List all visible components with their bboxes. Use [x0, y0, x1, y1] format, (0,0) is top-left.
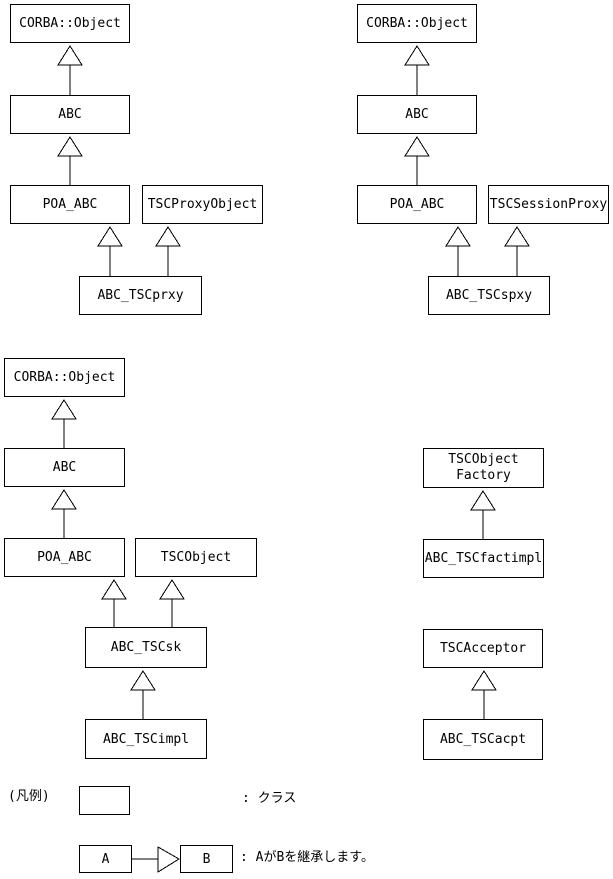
class-box-corba-object-2: CORBA::Object: [357, 4, 477, 43]
inheritance-arrow-abc-poa-3: [51, 489, 77, 538]
inheritance-arrow-poa-sk: [101, 579, 127, 627]
legend-box-a: A: [79, 845, 132, 873]
class-box-poa-abc-1: POA_ABC: [10, 185, 130, 224]
class-box-abc-tscacpt: ABC_TSCacpt: [423, 719, 543, 760]
class-box-tscproxyobject: TSCProxyObject: [142, 185, 263, 224]
legend-inherit-note: : AがBを継承します。: [240, 850, 375, 865]
inheritance-arrow-sk-impl: [130, 670, 156, 719]
legend-heading: (凡例): [8, 789, 50, 804]
inheritance-arrow-factory-factimpl: [470, 490, 496, 539]
legend-class-note: : クラス: [242, 791, 297, 806]
inheritance-arrow-corba-abc-3: [51, 399, 77, 448]
class-box-tscobjectfactory: TSCObject Factory: [423, 448, 544, 488]
class-box-poa-abc-3: POA_ABC: [4, 538, 125, 577]
inheritance-arrow-poa-prxy: [97, 226, 123, 276]
inheritance-arrow-acceptor-acpt: [471, 670, 497, 719]
inheritance-arrow-poa-spxy: [445, 226, 471, 276]
class-box-corba-object-3: CORBA::Object: [4, 358, 125, 397]
legend-inherit-arrow: [132, 846, 180, 873]
class-box-abc-tscsk: ABC_TSCsk: [85, 627, 207, 668]
inheritance-arrow-sessionproxy-spxy: [504, 226, 530, 276]
class-box-corba-object-1: CORBA::Object: [10, 4, 130, 43]
class-box-abc-tscspxy: ABC_TSCspxy: [428, 276, 550, 315]
class-box-abc-tscfactimpl: ABC_TSCfactimpl: [423, 539, 544, 578]
class-box-tscobject: TSCObject: [135, 538, 257, 577]
class-box-poa-abc-2: POA_ABC: [357, 185, 477, 224]
class-box-abc-3: ABC: [4, 448, 125, 487]
class-label-line1: TSCObject: [448, 452, 519, 467]
class-box-tscsessionproxy: TSCSessionProxy: [488, 185, 609, 224]
inheritance-arrow-corba-abc-2: [404, 45, 430, 95]
legend-box-b: B: [180, 845, 233, 873]
class-box-abc-tscimpl: ABC_TSCimpl: [85, 719, 207, 759]
inheritance-arrow-abc-poa-1: [57, 136, 83, 185]
inheritance-arrow-tscobject-sk: [159, 579, 185, 627]
class-box-abc-tscprxy: ABC_TSCprxy: [79, 276, 202, 315]
class-box-tscacceptor: TSCAcceptor: [423, 629, 543, 668]
legend-class-box: [79, 786, 130, 815]
inheritance-arrow-corba-abc-1: [57, 45, 83, 95]
class-box-abc-1: ABC: [10, 95, 130, 134]
inheritance-arrow-abc-poa-2: [404, 136, 430, 185]
class-label-line2: Factory: [456, 468, 511, 483]
inheritance-arrow-proxyobject-prxy: [155, 226, 181, 276]
class-box-abc-2: ABC: [357, 95, 477, 134]
